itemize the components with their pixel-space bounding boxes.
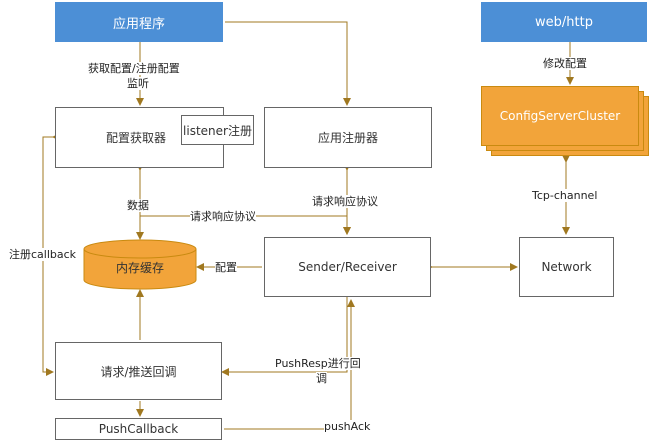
label-data: 数据 (127, 199, 149, 212)
edge-sender-to-callback (221, 297, 348, 376)
edge-app-to-registrar (225, 21, 351, 106)
label-req-resp-right: 请求响应协议 (312, 195, 378, 208)
label-req-resp-left: 请求响应协议 (190, 210, 256, 223)
app-registrar-node: 应用注册器 (264, 107, 432, 168)
label-get-register-config: 获取配置/注册配置 (88, 62, 180, 75)
callback-handler-node: 请求/推送回调 (55, 342, 222, 400)
label-listen: 监听 (127, 77, 149, 90)
label-push-resp-line1: PushResp进行回 (275, 357, 361, 370)
push-callback-node: PushCallback (55, 418, 222, 440)
label-config: 配置 (215, 261, 237, 274)
web-http-node: web/http (481, 2, 647, 42)
sender-receiver-node: Sender/Receiver (264, 237, 431, 297)
memory-cache-label: 内存缓存 (115, 260, 164, 275)
listener-register-node: listener注册 (181, 115, 254, 145)
label-modify-config: 修改配置 (543, 57, 587, 70)
network-node: Network (519, 237, 614, 297)
label-register-callback: 注册callback (9, 248, 77, 261)
label-push-ack: pushAck (324, 420, 371, 433)
memory-cache-cylinder (83, 239, 197, 290)
label-tcp-channel: Tcp-channel (532, 189, 598, 202)
app-node: 应用程序 (55, 2, 223, 42)
config-server-cluster-node: ConfigServerCluster (481, 86, 639, 146)
label-push-resp-line2: 调 (316, 372, 327, 385)
